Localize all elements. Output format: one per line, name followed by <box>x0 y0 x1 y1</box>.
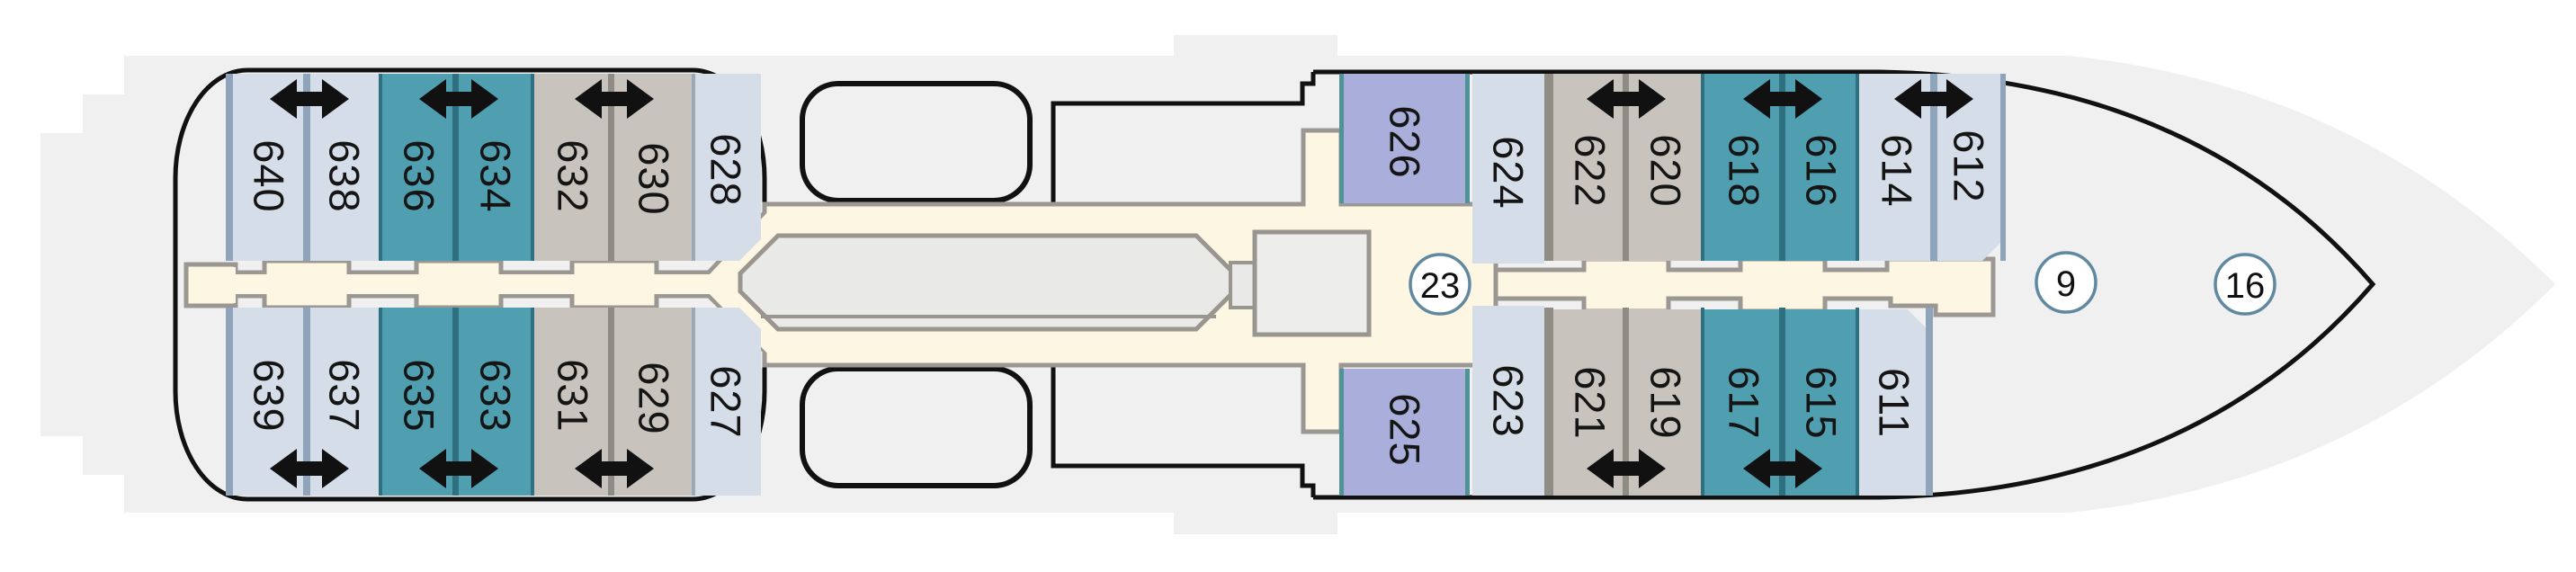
cabin-divider <box>1465 74 1470 203</box>
cabin-label-632: 632 <box>550 139 597 212</box>
svg-text:16: 16 <box>2225 266 2266 306</box>
cabin-label-621: 621 <box>1567 366 1614 439</box>
cabin-divider <box>1779 308 1785 496</box>
cabin-label-614: 614 <box>1874 134 1921 207</box>
cabin-divider <box>303 74 310 261</box>
cabin-divider <box>226 74 233 261</box>
cabin-label-639: 639 <box>246 359 293 432</box>
cabin-label-633: 633 <box>472 359 520 432</box>
cabin-divider <box>379 74 382 261</box>
cabin-label-627: 627 <box>702 365 750 438</box>
cabin-625[interactable] <box>1343 369 1468 496</box>
cabin-divider <box>303 308 310 496</box>
cabin-label-615: 615 <box>1798 366 1846 439</box>
cabin-divider <box>692 308 695 496</box>
deckhouse-top <box>800 81 1033 203</box>
cabin-label-624: 624 <box>1485 136 1533 209</box>
cabin-divider <box>452 308 459 496</box>
cabin-label-611: 611 <box>1871 368 1919 438</box>
cabin-label-623: 623 <box>1485 364 1533 437</box>
machinery-block <box>1252 229 1372 337</box>
cabin-label-619: 619 <box>1642 366 1690 439</box>
cabin-628[interactable] <box>694 74 761 261</box>
deck-marker-23: 23 <box>1409 253 1471 316</box>
svg-text:23: 23 <box>1420 266 1461 306</box>
deckhouse-bottom <box>800 366 1033 488</box>
cabin-divider <box>1701 308 1704 496</box>
cabin-label-617: 617 <box>1721 366 1768 439</box>
deck-marker-9: 9 <box>2035 251 2097 314</box>
cabin-divider <box>1856 74 1859 261</box>
cabin-divider <box>608 74 614 261</box>
cabin-divider <box>1339 74 1344 203</box>
cabin-divider <box>1544 74 1553 261</box>
cabin-label-630: 630 <box>631 142 678 215</box>
cabin-divider <box>1856 308 1859 496</box>
cabin-divider <box>692 74 695 261</box>
cabin-divider <box>1623 74 1629 261</box>
cabin-label-616: 616 <box>1798 134 1846 207</box>
cabin-label-628: 628 <box>702 133 750 206</box>
cabin-623[interactable] <box>1472 306 1544 496</box>
cabin-label-625: 625 <box>1382 393 1429 466</box>
cabin-611[interactable] <box>1858 309 1929 496</box>
cabin-label-631: 631 <box>550 359 597 432</box>
midship-outline-bottom <box>1051 363 1316 497</box>
midship-outline-top <box>1051 72 1316 206</box>
cabin-divider <box>226 308 233 496</box>
cabin-label-622: 622 <box>1567 134 1614 207</box>
cabin-divider <box>608 308 614 496</box>
cabin-label-636: 636 <box>396 139 443 212</box>
cabin-label-629: 629 <box>631 362 678 434</box>
cabin-divider <box>1926 308 1933 496</box>
cabin-divider <box>1465 369 1470 496</box>
cabin-label-618: 618 <box>1721 134 1768 207</box>
cabin-divider <box>1779 74 1785 261</box>
cabin-label-640: 640 <box>246 139 293 212</box>
svg-text:9: 9 <box>2056 264 2076 304</box>
cabin-divider <box>452 74 459 261</box>
cabin-divider <box>1544 308 1553 496</box>
engine-casing <box>738 233 1237 332</box>
cabin-divider <box>531 308 534 496</box>
cabin-label-612: 612 <box>1945 130 1993 202</box>
cabin-divider <box>1701 74 1704 261</box>
cabin-divider <box>379 308 382 496</box>
cabin-label-635: 635 <box>396 359 443 432</box>
cabin-label-637: 637 <box>321 359 369 432</box>
cabin-label-638: 638 <box>321 139 369 212</box>
cabin-627[interactable] <box>694 308 761 496</box>
cabin-label-634: 634 <box>472 139 520 212</box>
cabin-divider <box>531 74 534 261</box>
cabin-divider <box>1623 308 1629 496</box>
cabin-612[interactable] <box>1934 74 2004 261</box>
cabin-626[interactable] <box>1343 74 1468 203</box>
cabin-divider <box>1339 369 1344 496</box>
cabin-label-620: 620 <box>1642 134 1690 207</box>
cabin-label-626: 626 <box>1382 105 1429 178</box>
cabin-divider <box>2000 74 2006 261</box>
cabin-624[interactable] <box>1472 74 1544 264</box>
cabin-divider <box>1930 74 1937 261</box>
deck-marker-16: 16 <box>2214 253 2276 316</box>
